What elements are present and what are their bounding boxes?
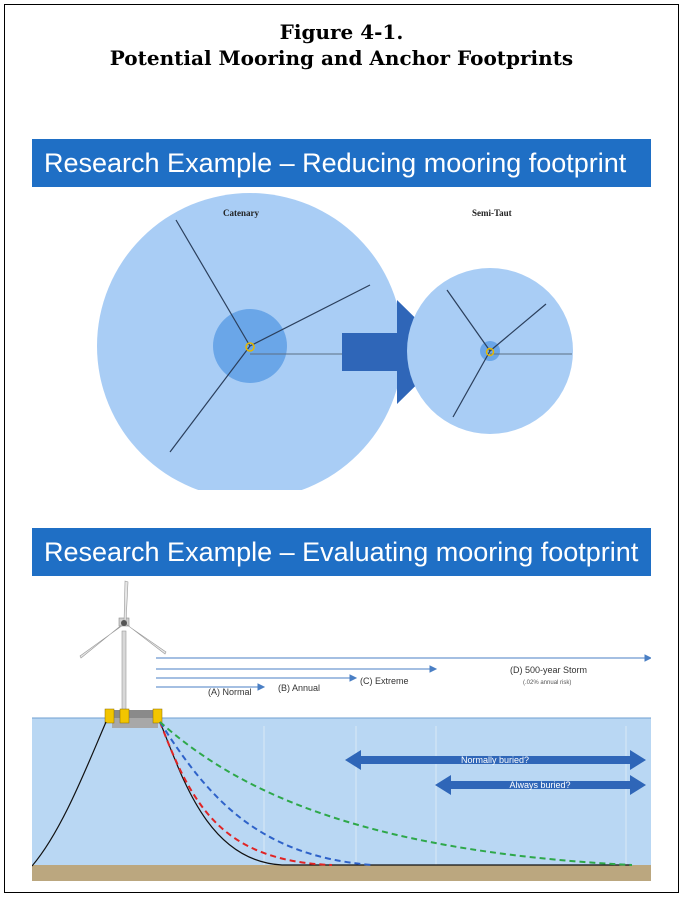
mooring-profile-diagram: (A) Normal (B) Annual (C) Extreme (D) 50… — [32, 580, 651, 881]
mooring-line-red-dashed — [159, 721, 333, 866]
turbine-tower — [121, 630, 127, 712]
arrow-normally-buried: Normally buried? — [345, 750, 646, 770]
seabed — [32, 865, 651, 881]
arrow-c-head — [429, 665, 438, 673]
figure-number: Figure 4-1. — [279, 20, 404, 44]
label-annual: (B) Annual — [278, 683, 320, 693]
mooring-line-left — [32, 721, 107, 867]
mooring-line-blue-dashed — [159, 721, 373, 866]
label-normally-buried: Normally buried? — [461, 755, 529, 765]
arrow-a-head — [257, 683, 266, 691]
arrow-always-buried: Always buried? — [435, 775, 646, 795]
mooring-footprint-comparison: Catenary Semi-Taut — [97, 193, 573, 490]
banner-evaluating-footprint: Research Example – Evaluating mooring fo… — [32, 528, 651, 576]
catenary-mooring-line — [249, 284, 371, 347]
label-500-year-storm: (D) 500-year Storm — [510, 665, 587, 675]
semi-taut-mooring-line — [446, 289, 491, 352]
label-annual-risk: (.02% annual risk) — [523, 680, 571, 686]
platform-marker — [245, 342, 255, 352]
catenary-mooring-line — [169, 345, 251, 453]
catenary-mooring-line — [175, 219, 251, 347]
arrow-d-head — [644, 654, 651, 662]
platform-float — [104, 708, 115, 724]
figure-frame — [4, 4, 679, 893]
arrow-b-head — [349, 674, 358, 682]
label-extreme: (C) Extreme — [360, 676, 409, 686]
arrow-normally-buried-shape — [345, 750, 646, 770]
label-catenary: Catenary — [223, 208, 259, 218]
arrow-always-buried-shape — [435, 775, 646, 795]
figure-caption: Potential Mooring and Anchor Footprints — [109, 46, 574, 70]
turbine-hub — [121, 620, 127, 626]
platform-marker — [485, 347, 495, 357]
turbine-blade — [123, 622, 167, 655]
turbine-blade — [123, 580, 129, 624]
semi-taut-mooring-line — [452, 350, 491, 418]
platform-hull — [112, 718, 158, 728]
platform-float — [152, 708, 163, 724]
platform-deck — [110, 710, 160, 718]
platform-float — [119, 708, 130, 724]
label-semi-taut: Semi-Taut — [472, 208, 512, 218]
semi-taut-mooring-line — [489, 303, 547, 352]
banner-reducing-footprint: Research Example – Reducing mooring foot… — [32, 139, 651, 187]
mooring-line-green-dashed — [159, 721, 633, 866]
label-normal: (A) Normal — [208, 687, 252, 697]
turbine-blade — [79, 622, 125, 659]
water-column — [32, 718, 651, 865]
label-always-buried: Always buried? — [509, 780, 570, 790]
